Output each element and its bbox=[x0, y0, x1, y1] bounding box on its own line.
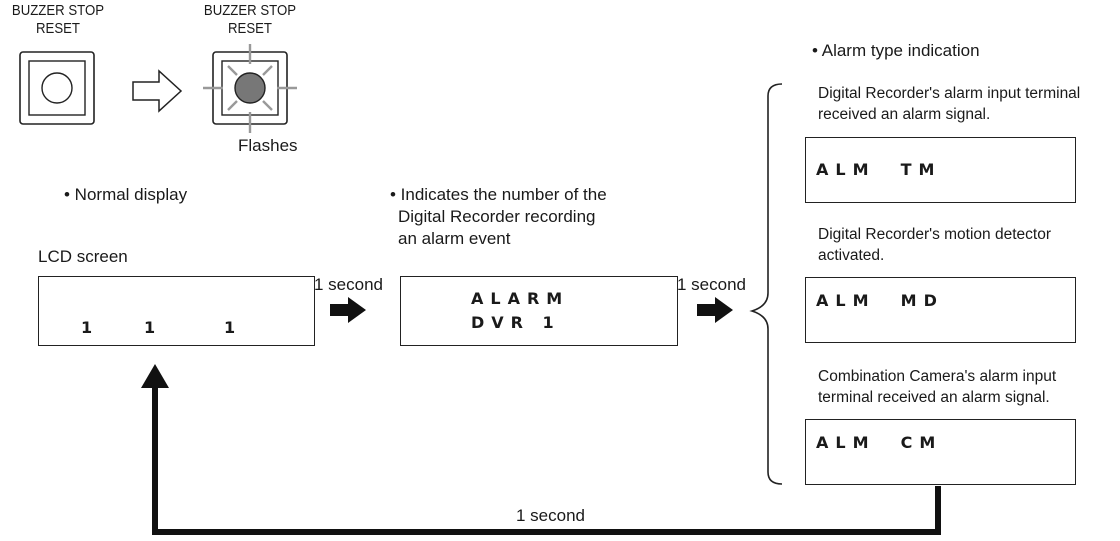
loop-back-arrow bbox=[152, 386, 941, 535]
normal-lcd-screen: 1 1 1 bbox=[38, 276, 315, 346]
alarm-type-3-desc-line2: terminal received an alarm signal. bbox=[818, 389, 1050, 406]
arrow-label-1: 1 second bbox=[314, 275, 383, 294]
alarm-type-2-desc-line2: activated. bbox=[818, 247, 885, 264]
right-button-label-line2: RESET bbox=[227, 20, 272, 37]
lcd-alarm-line2: DVR 1 bbox=[471, 313, 561, 332]
transition-arrow-icon bbox=[132, 69, 183, 113]
alarm-type-1-desc-line1: Digital Recorder's alarm input terminal bbox=[818, 85, 1081, 102]
left-button-label: BUZZER STOP RESET bbox=[2, 2, 115, 38]
right-button-label-line1: BUZZER STOP bbox=[203, 2, 297, 19]
reset-button-flashing bbox=[203, 44, 297, 133]
loop-back-arrowhead-icon bbox=[141, 364, 169, 388]
arrow-to-alarm-screen bbox=[330, 297, 366, 323]
alarm-type-1-desc: Digital Recorder's alarm input terminal … bbox=[818, 83, 1080, 125]
right-button-label: BUZZER STOP RESET bbox=[194, 2, 307, 38]
alarm-type-3-desc: Combination Camera's alarm input termina… bbox=[818, 366, 1056, 408]
alarm-indication-heading: • Indicates the number of the Digital Re… bbox=[390, 184, 607, 250]
lcd-screen-label: LCD screen bbox=[38, 247, 128, 266]
alarm-indication-heading-line1: • Indicates the number of the bbox=[390, 185, 607, 204]
arrow-label-2: 1 second bbox=[677, 275, 746, 294]
alarm-type-3-lcd-text: ALM CM bbox=[816, 433, 943, 452]
alarm-type-2-desc-line1: Digital Recorder's motion detector bbox=[818, 226, 1051, 243]
alarm-type-3-desc-line1: Combination Camera's alarm input bbox=[818, 368, 1057, 385]
flashes-label: Flashes bbox=[238, 136, 298, 155]
alarm-type-2-lcd-text: ALM MD bbox=[816, 291, 944, 310]
reset-button-idle bbox=[19, 51, 95, 125]
alarm-lcd-screen: ALARM DVR 1 bbox=[400, 276, 678, 346]
arrow-to-type-screen bbox=[697, 297, 733, 323]
alarm-type-2-desc: Digital Recorder's motion detector activ… bbox=[818, 224, 1051, 266]
lcd-value-2: 1 bbox=[144, 318, 163, 337]
alarm-type-1-lcd: ALM TM bbox=[805, 137, 1076, 203]
normal-display-heading: • Normal display bbox=[64, 185, 188, 204]
lcd-value-3: 1 bbox=[224, 318, 243, 337]
alarm-indication-heading-line2: Digital Recorder recording bbox=[398, 207, 596, 226]
alarm-indication-heading-line3: an alarm event bbox=[398, 229, 511, 248]
lcd-alarm-line1: ALARM bbox=[471, 289, 570, 308]
brace bbox=[749, 83, 783, 485]
alarm-type-3-lcd: ALM CM bbox=[805, 419, 1076, 485]
lcd-value-1: 1 bbox=[81, 318, 100, 337]
loop-arrow-label: 1 second bbox=[516, 506, 585, 525]
alarm-type-1-desc-line2: received an alarm signal. bbox=[818, 106, 991, 123]
alarm-type-2-lcd: ALM MD bbox=[805, 277, 1076, 343]
flash-rays-icon bbox=[203, 44, 297, 133]
alarm-type-heading: • Alarm type indication bbox=[812, 41, 980, 60]
left-button-label-line1: BUZZER STOP bbox=[11, 2, 105, 19]
alarm-type-1-lcd-text: ALM TM bbox=[816, 160, 942, 179]
left-button-label-line2: RESET bbox=[35, 20, 80, 37]
